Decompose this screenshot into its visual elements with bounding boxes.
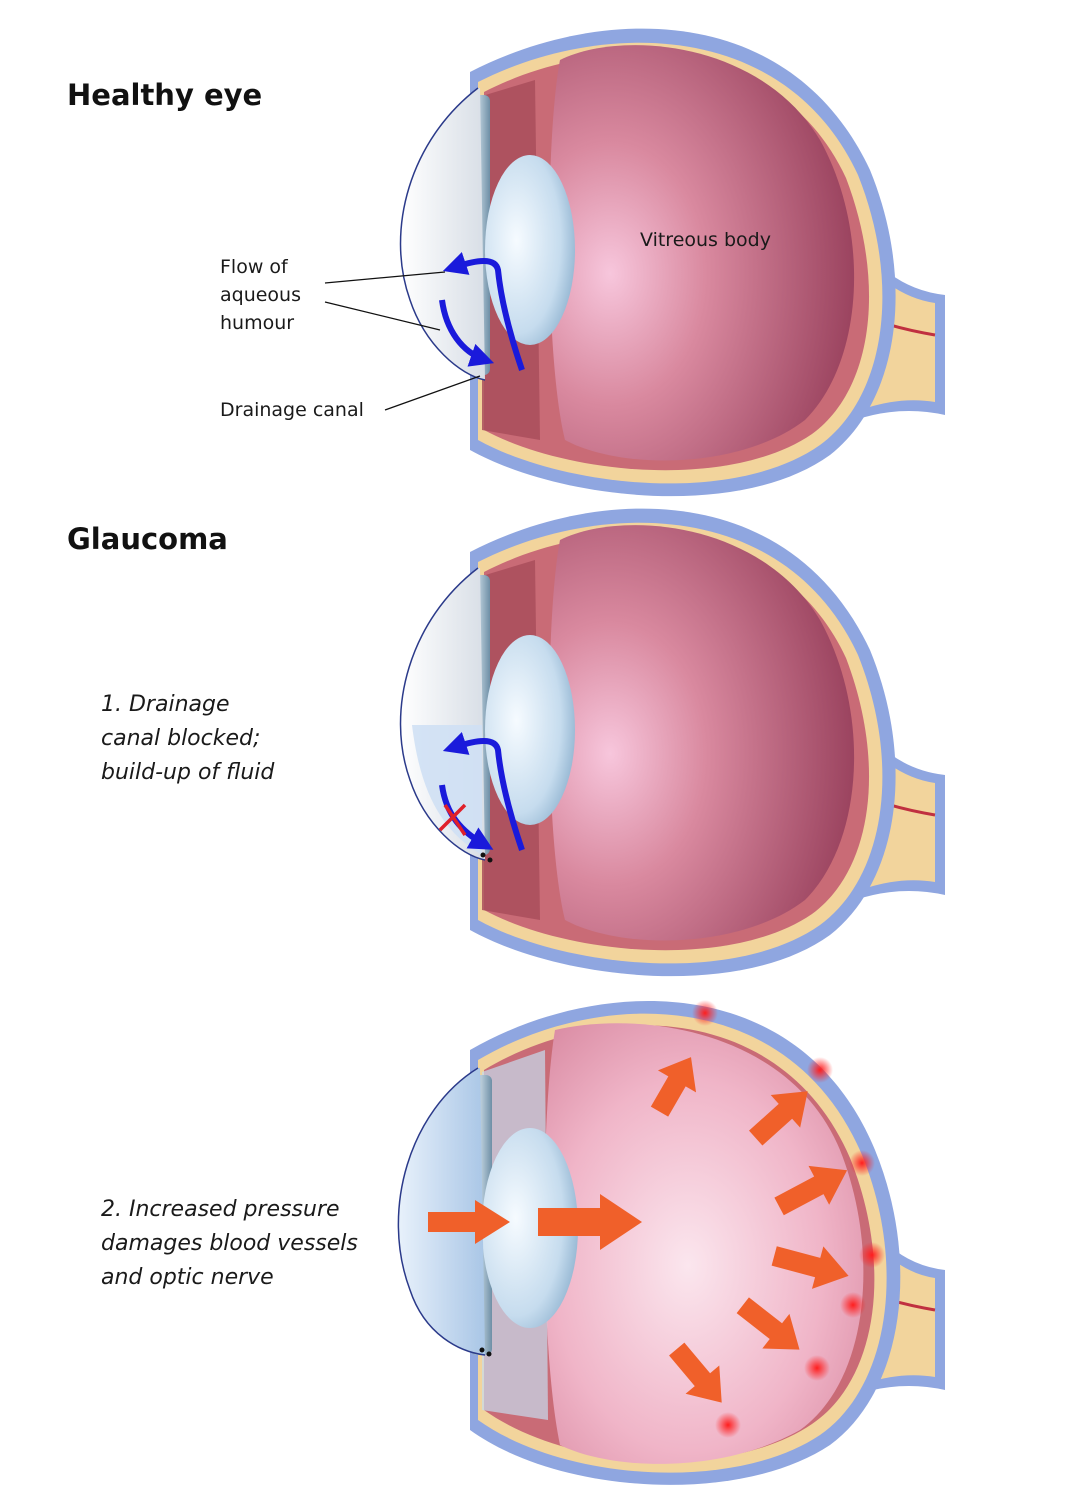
flow-arrow-icon [442,252,525,371]
step2-line-2: damages blood vessels [101,1231,358,1256]
healthy-eye-illustration [324,28,945,497]
flow-arrow-icon [442,732,525,851]
step1-line-2: canal blocked; [101,726,261,751]
drainage-canal-label: Drainage canal [220,399,364,421]
flow-arrow-icon [439,299,495,367]
flow-label-line-3: humour [220,312,295,334]
flow-label-line-2: aqueous [220,284,302,306]
pressure-eye-illustration [397,1000,945,1485]
pressure-arrow-icon [428,1057,849,1403]
healthy-eye-title: Healthy eye [67,78,263,112]
blocked-x-icon [438,803,467,836]
step1-caption: 1. Drainage canal blocked; build-up of f… [101,688,274,790]
glaucoma-title: Glaucoma [67,522,228,556]
damage-spot-icon [692,1000,885,1438]
flow-label: Flow of aqueous humour [220,253,301,337]
step2-line-3: and optic nerve [101,1265,274,1290]
blocked-eye-illustration [399,508,945,977]
flow-label-line-1: Flow of [220,256,288,278]
vitreous-body-label: Vitreous body [640,229,771,251]
step1-line-1: 1. Drainage [101,692,230,717]
step2-line-1: 2. Increased pressure [101,1197,340,1222]
step2-caption: 2. Increased pressure damages blood vess… [101,1193,358,1295]
step1-line-3: build-up of fluid [101,760,275,785]
